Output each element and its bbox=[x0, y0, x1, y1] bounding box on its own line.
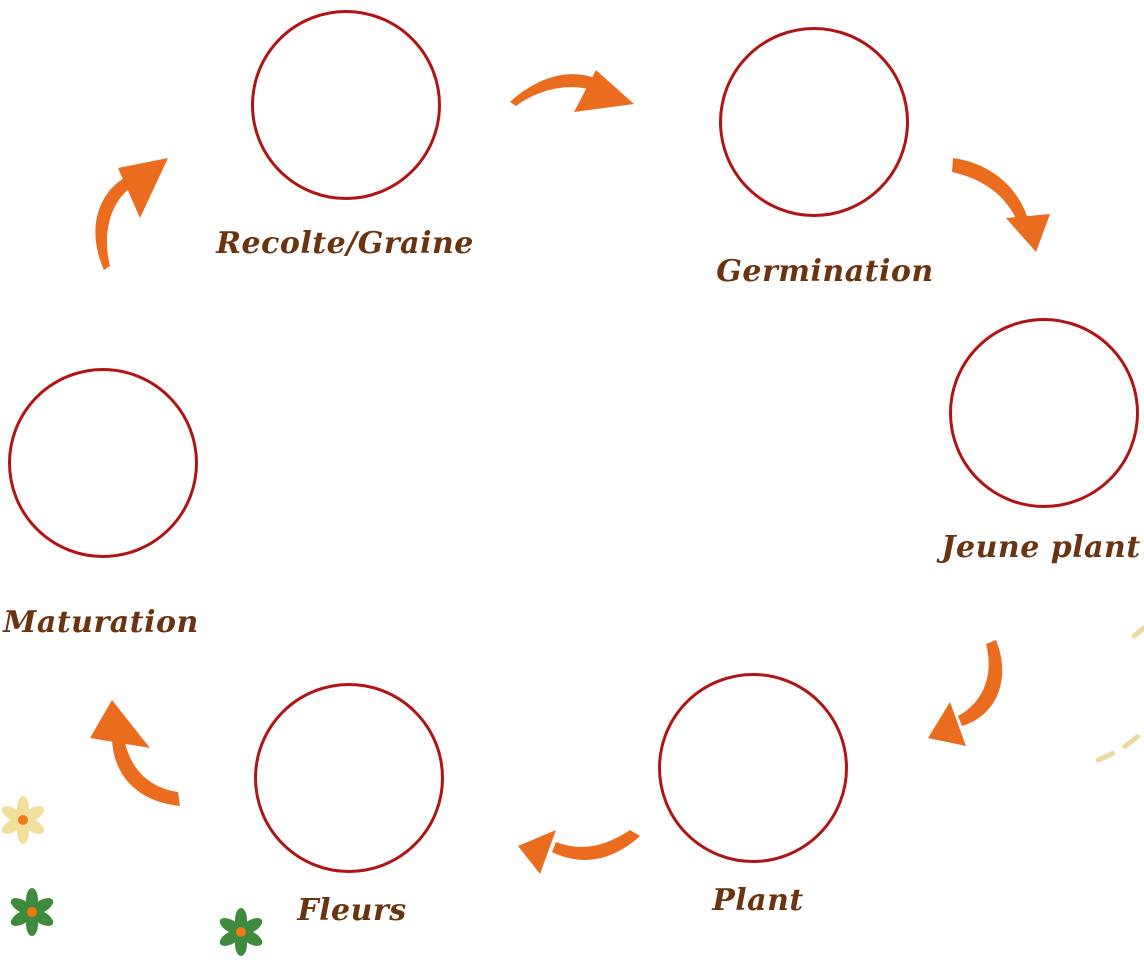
arrow-germination-to-jeune-plant-icon bbox=[952, 158, 1050, 252]
stage-circle-jeune-plant bbox=[949, 318, 1139, 508]
stage-circle-fleurs bbox=[254, 683, 444, 873]
arrow-jeune-plant-to-plant-icon bbox=[928, 640, 1003, 746]
stage-circle-maturation bbox=[8, 368, 198, 558]
flower-green-left-icon bbox=[10, 888, 54, 936]
stage-label-maturation: Maturation bbox=[3, 605, 199, 640]
arrow-recolte-to-germination-icon bbox=[510, 70, 634, 112]
cycle-arrows bbox=[90, 70, 1050, 874]
stage-label-plant: Plant bbox=[712, 883, 804, 918]
stage-label-germination: Germination bbox=[716, 254, 934, 289]
arrow-maturation-to-recolte-icon bbox=[95, 158, 168, 270]
stage-circle-germination bbox=[719, 27, 909, 217]
flower-green-bottom-icon bbox=[219, 908, 263, 956]
stage-label-jeune-plant: Jeune plant bbox=[941, 530, 1141, 565]
stage-label-fleurs: Fleurs bbox=[297, 893, 407, 928]
stage-circle-plant bbox=[658, 673, 848, 863]
dashed-decor-line bbox=[1095, 625, 1144, 763]
stage-circle-recolte bbox=[251, 10, 441, 200]
stage-label-recolte: Recolte/Graine bbox=[216, 226, 474, 261]
arrow-fleurs-to-maturation-icon bbox=[90, 700, 180, 806]
arrow-plant-to-fleurs-icon bbox=[518, 830, 640, 874]
flower-yellow-icon bbox=[1, 796, 45, 844]
